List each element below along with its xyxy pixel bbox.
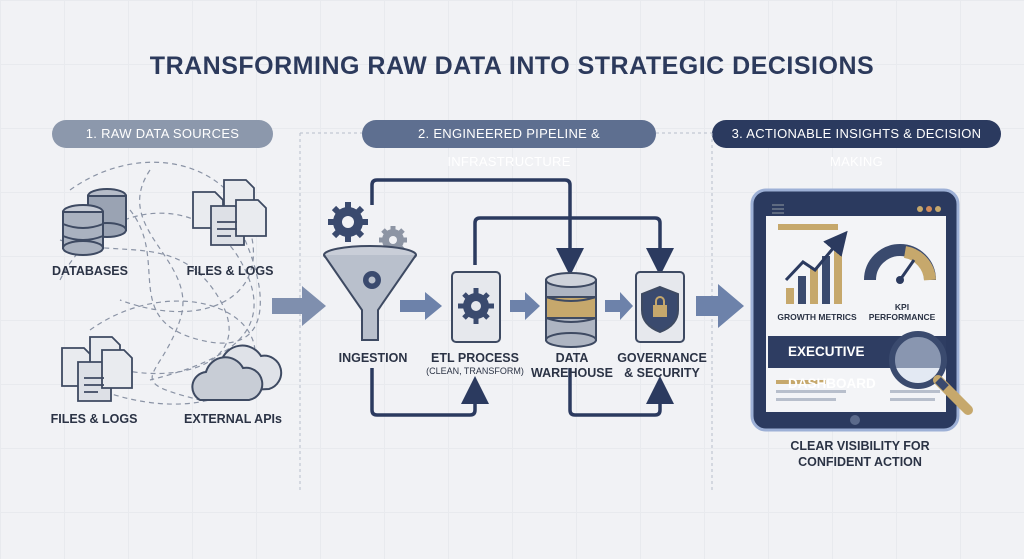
- files-logs-label-top: FILES & LOGS: [186, 264, 274, 278]
- funnel-icon: [323, 245, 417, 341]
- files-icon-bottom: [61, 336, 133, 402]
- governance-label-line2: & SECURITY: [624, 366, 700, 380]
- window-dots: [917, 206, 941, 212]
- stage-label-raw-sources: 1. RAW DATA SOURCES: [52, 120, 273, 148]
- data-warehouse-icon: [545, 272, 597, 348]
- pipeline-loops: [370, 178, 674, 417]
- data-warehouse-label-line1: DATA: [555, 351, 589, 365]
- dashboard-placeholder-lines: [776, 380, 940, 401]
- flow-arrows: [400, 284, 744, 328]
- section-dividers: [299, 132, 713, 490]
- kpi-performance-label: KPI PERFORMANCE: [868, 302, 936, 322]
- etl-process-label: ETL PROCESS: [431, 351, 519, 365]
- etl-gear-icon: [451, 271, 501, 343]
- stage-label-insights: 3. ACTIONABLE INSIGHTS & DECISION MAKING: [712, 120, 1001, 169]
- governance-label-line1: GOVERNANCE: [617, 351, 707, 365]
- files-logs-label-bottom: FILES & LOGS: [50, 412, 138, 426]
- gear-icon-small: [379, 226, 407, 254]
- ingestion-label: INGESTION: [338, 351, 408, 365]
- external-apis-label: EXTERNAL APIs: [184, 412, 282, 426]
- page-title: TRANSFORMING RAW DATA INTO STRATEGIC DEC…: [149, 52, 875, 80]
- stage-label-pipeline: 2. ENGINEERED PIPELINE & INFRASTRUCTURE: [362, 120, 656, 169]
- databases-label: DATABASES: [52, 264, 128, 278]
- caption-line2: CONFIDENT ACTION: [798, 455, 922, 469]
- growth-chart: [778, 224, 848, 304]
- files-icon-top: [192, 179, 267, 246]
- database-icon: [62, 188, 127, 256]
- cloud-icon: [191, 344, 283, 401]
- shield-icon: [635, 271, 685, 343]
- data-warehouse-label-line2: WAREHOUSE: [531, 366, 613, 380]
- menu-icon: [772, 204, 784, 214]
- input-arrow: [272, 286, 326, 326]
- growth-metrics-label: GROWTH METRICS: [777, 312, 857, 322]
- magnifier-icon: [889, 331, 973, 415]
- gear-icon: [328, 202, 368, 242]
- caption: CLEAR VISIBILITY FOR CONFIDENT ACTION: [760, 438, 960, 470]
- caption-line1: CLEAR VISIBILITY FOR: [790, 439, 930, 453]
- etl-process-sublabel: (CLEAN, TRANSFORM): [426, 366, 524, 376]
- kpi-gauge: [864, 244, 936, 284]
